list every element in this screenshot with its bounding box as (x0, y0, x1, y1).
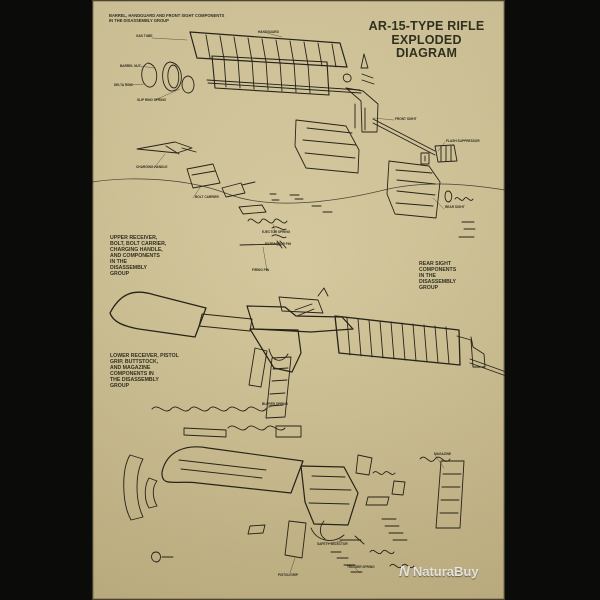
lower-group-label: LOWER RECEIVER, PISTOL GRIP, BUTTSTOCK, … (110, 353, 179, 389)
part-label-bolt-carrier: BOLT CARRIER (195, 195, 219, 199)
lower-detents (330, 551, 363, 573)
part-label-extractor-pin: EXTRACTOR PIN (265, 242, 291, 246)
rear-sight-spring (454, 197, 474, 201)
lower-buffer-body (183, 427, 227, 438)
lower-butt-door (144, 477, 158, 509)
top-handguard-ribbed (189, 31, 348, 68)
rear-sight-group (386, 152, 476, 238)
part-label-front-sight: FRONT SIGHT (395, 117, 417, 121)
ar15-exploded-diagram-poster: AR-15-TYPE RIFLE EXPLODED DIAGRAM BARREL… (92, 0, 505, 600)
callout-leader-lines (129, 32, 446, 577)
bolt-carrier-drawing (186, 163, 221, 189)
part-label-slip-ring-spring: SLIP RING SPRING (137, 98, 166, 102)
lower-trigger-guard (310, 527, 345, 541)
title-line-3: DIAGRAM (395, 46, 458, 61)
upper-group-label: UPPER RECEIVER, BOLT, BOLT CARRIER, CHAR… (110, 235, 167, 277)
lower-trigger (319, 520, 326, 540)
lower-bolt-catch (391, 480, 406, 496)
lower-selector (339, 535, 365, 545)
upper-receiver-drawing (294, 119, 360, 174)
part-label-magazine: MAGAZINE (434, 452, 451, 456)
rifle-barrel (469, 358, 505, 377)
front-sight-tower (345, 87, 379, 133)
delta-ring-drawing (141, 62, 158, 88)
lower-buttstock-large (161, 446, 304, 494)
firing-pin-drawing (239, 240, 287, 249)
rear-sight-aperture (420, 152, 430, 165)
lower-hammer (355, 454, 373, 476)
assembled-rifle-group (109, 287, 505, 419)
lower-pistol-grip (284, 520, 307, 559)
spring-clip-cluster (271, 226, 287, 239)
part-label-trigger-spring: TRIGGER SPRING (347, 565, 375, 569)
upper-barrel-line (372, 118, 436, 156)
lower-bolt-lever (247, 524, 266, 535)
rifle-front-sight (456, 335, 486, 368)
slip-ring-drawing (181, 75, 195, 94)
rifle-charging-arm (294, 303, 315, 317)
lower-magazine-large (435, 460, 465, 529)
upper-receiver-group (136, 119, 360, 249)
bolt-drawing (221, 181, 256, 198)
part-label-flash-suppressor: FLASH SUPPRESSOR (446, 139, 480, 143)
part-label-buffer-spring: BUFFER SPRING (262, 402, 289, 406)
rear-sight-knob (444, 190, 453, 203)
title-line-2: EXPLODED (391, 33, 462, 48)
barrel-group-label: BARREL, HANDGUARD and FRONT SIGHT COMPON… (109, 13, 225, 23)
lower-hammer-spring (372, 471, 396, 475)
rifle-handguard (334, 315, 461, 366)
diagram-title: AR-15-TYPE RIFLE EXPLODED DIAGRAM (354, 18, 499, 60)
lower-handguard-ribbed (211, 55, 330, 96)
lower-receiver-group (123, 406, 465, 573)
part-label-charging-handle: CHARGING HANDLE (136, 165, 168, 169)
rifle-carry-handle (278, 296, 324, 314)
part-label-safety-selector: SAFETY SELECTOR (317, 542, 348, 546)
rear-sight-pins (458, 221, 476, 238)
part-label-barrel-nut: BARREL NUT (120, 64, 141, 68)
rifle-buffer-tube (198, 313, 253, 332)
lower-sling-swivel (151, 551, 174, 563)
lower-receiver-extension (275, 425, 302, 438)
rifle-pistol-grip (248, 347, 268, 388)
lower-buffer-spring (151, 406, 267, 412)
rear-sight-group-label: REAR SIGHT COMPONENTS IN THE DISASSEMBLY… (419, 261, 457, 291)
lower-receiver-main (300, 465, 359, 526)
part-label-handguard: HANDGUARD (258, 30, 279, 34)
poster-border (92, 0, 505, 600)
rifle-lower-receiver (249, 328, 302, 373)
barrel-handguard-group (141, 31, 458, 163)
gas-tube-drawing (206, 79, 362, 94)
lower-small-springs (369, 549, 415, 569)
charging-handle-drawing (136, 141, 197, 155)
rifle-upper-receiver (246, 305, 354, 333)
barrel-nut-drawing (162, 61, 182, 92)
rifle-buttstock (109, 291, 207, 338)
part-label-delta-ring: DELTA RING (114, 83, 133, 87)
extractor-drawing (238, 204, 267, 215)
lower-action-spring (227, 425, 286, 431)
part-label-ejector-spring: EJECTOR SPRING (262, 230, 291, 234)
front-pin-assembly (342, 73, 375, 85)
rifle-trigger-guard (268, 348, 289, 361)
exploded-rifle-line-drawing (92, 0, 505, 600)
rear-sight-housing (386, 160, 441, 219)
flash-suppressor-drawing (434, 144, 458, 163)
lower-buttplate (123, 454, 144, 521)
part-label-firing-pin: FIRING PIN (252, 268, 270, 272)
title-line-1: AR-15-TYPE RIFLE (368, 19, 485, 33)
small-pins-cluster (269, 193, 333, 213)
lower-magazine-spring (419, 456, 451, 462)
rifle-rear-sight-mark (317, 287, 329, 297)
lower-disconnector (365, 496, 390, 506)
front-sight-post (360, 53, 369, 69)
part-label-pistol-grip: PISTOL GRIP (278, 573, 299, 577)
rifle-magazine (265, 356, 292, 419)
part-label-rear-sight: REAR SIGHT (445, 205, 465, 209)
ejector-spring-drawing (247, 218, 288, 224)
lower-takedown-pins (381, 518, 408, 541)
part-label-gas-tube: GAS TUBE (136, 34, 153, 38)
